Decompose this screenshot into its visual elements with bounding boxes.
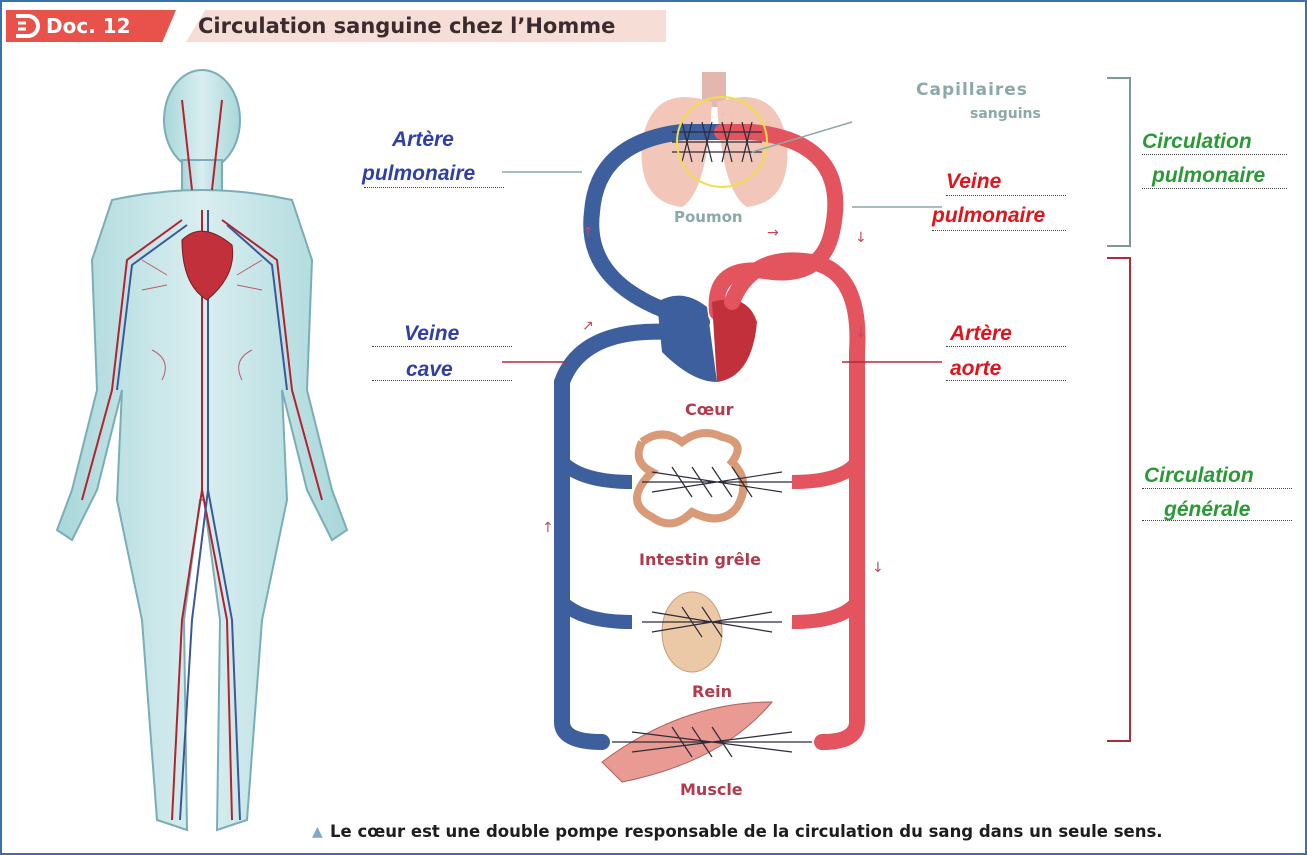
dotted-line [1142, 520, 1292, 521]
pulmonary-circulation-label-1: Circulation [1142, 130, 1252, 154]
doc-logo-icon [10, 11, 40, 41]
intestine-capillaries [642, 467, 792, 497]
dotted-line [1142, 154, 1287, 155]
svg-text:↓: ↓ [872, 560, 884, 576]
general-circulation-label-2: générale [1164, 498, 1250, 522]
aorta-label-1: Artère [950, 322, 1012, 346]
svg-text:→: → [767, 225, 779, 241]
kidney-label: Rein [692, 682, 732, 701]
page-title: Circulation sanguine chez l’Homme [198, 14, 615, 38]
lung-label: Poumon [674, 208, 743, 226]
general-circulation-label-1: Circulation [1144, 464, 1254, 488]
aorta-label-2: aorte [950, 357, 1001, 381]
dotted-line [946, 380, 1066, 381]
svg-text:↓: ↓ [855, 325, 867, 341]
vena-cava-label-1: Veine [404, 322, 459, 346]
vena-cava-label-2: cave [406, 358, 453, 382]
dotted-line [1142, 188, 1287, 189]
human-body-illustration [32, 60, 372, 850]
pointer-arrow [502, 352, 572, 372]
svg-text:↓: ↓ [855, 230, 867, 246]
intestine-label: Intestin grêle [639, 550, 761, 569]
muscle-label: Muscle [680, 780, 743, 799]
artery-pulmonary-label-1: Artère [392, 128, 454, 152]
dotted-line [372, 346, 512, 347]
dotted-line [372, 380, 512, 381]
capillaries-label-1: Capillaires [916, 80, 1028, 100]
pointer-arrow [842, 192, 952, 232]
dotted-line [364, 187, 504, 188]
doc-number: Doc. 12 [46, 10, 131, 42]
capillaries-label-2: sanguins [970, 106, 1041, 122]
dotted-line [946, 195, 1066, 196]
caption: Le cœur est une double pompe responsable… [330, 822, 1163, 841]
circulation-brackets [1102, 76, 1142, 756]
dotted-line [1142, 488, 1292, 489]
pointer-arrow [502, 152, 602, 192]
svg-text:↑: ↑ [542, 520, 554, 536]
heart-label: Cœur [685, 400, 734, 419]
pointer-arrow [837, 352, 947, 372]
document-header: Doc. 12 Circulation sanguine chez l’Homm… [6, 10, 666, 48]
artery-pulmonary-label-2: pulmonaire [362, 162, 475, 186]
vena-cava-vessel [562, 332, 672, 742]
dotted-line [932, 230, 1066, 231]
vein-pulmonary-label-1: Veine [946, 170, 1001, 194]
pulmonary-circulation-label-2: pulmonaire [1152, 164, 1265, 188]
svg-text:↑: ↑ [582, 225, 594, 241]
kidney [662, 592, 722, 672]
svg-text:↗: ↗ [582, 318, 594, 334]
doc-badge: Doc. 12 [6, 10, 176, 42]
caption-triangle-icon: ▲ [312, 824, 323, 840]
dotted-line [946, 346, 1066, 347]
